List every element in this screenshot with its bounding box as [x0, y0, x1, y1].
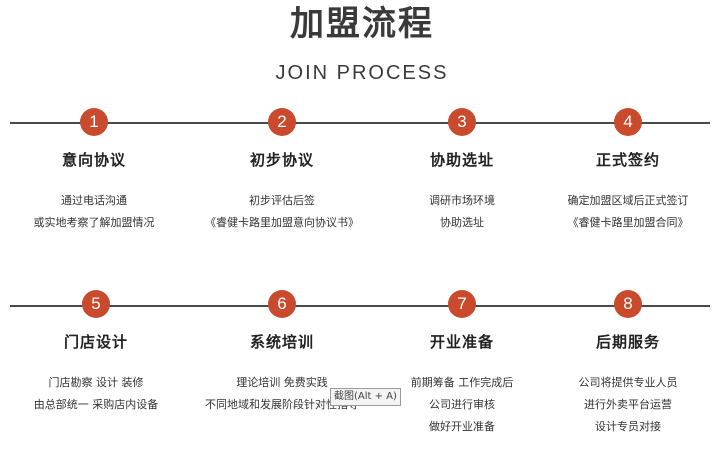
screenshot-shortcut-tooltip: 截图(Alt + A) [330, 388, 401, 406]
step-number-badge: 4 [614, 108, 642, 136]
step-description: 初步评估后签 《睿健卡路里加盟意向协议书》 [187, 190, 377, 234]
page-subtitle: JOIN PROCESS [275, 62, 449, 84]
step-description-line: 初步评估后签 [249, 194, 315, 207]
step-title: 后期服务 [595, 333, 660, 351]
step-title: 正式签约 [595, 151, 660, 169]
step-title: 初步协议 [249, 151, 314, 169]
step-description-line: 通过电话沟通 [61, 194, 127, 207]
step-description-line: 协助选址 [440, 216, 484, 229]
page-title: 加盟流程 [290, 4, 434, 44]
step-description-line: 进行外卖平台运营 [584, 398, 672, 411]
timeline-row-1 [10, 122, 710, 124]
step-description-line: 《睿健卡路里加盟意向协议书》 [205, 216, 359, 229]
step-description-line: 公司将提供专业人员 [578, 376, 678, 389]
step-description-line: 确定加盟区域后正式签订 [567, 194, 689, 207]
step-title: 门店设计 [63, 333, 128, 351]
step-description-line: 门店勘察 设计 装修 [48, 376, 144, 389]
step-description-line: 或实地考察了解加盟情况 [33, 216, 155, 229]
step-description-line: 前期筹备 工作完成后 [410, 376, 514, 389]
step-description: 前期筹备 工作完成后 公司进行审核 做好开业准备 [367, 372, 557, 438]
step-description-line: 调研市场环境 [429, 194, 495, 207]
step-description: 调研市场环境 协助选址 [367, 190, 557, 234]
step-description-line: 《睿健卡路里加盟合同》 [567, 216, 689, 229]
step-number-badge: 1 [80, 108, 108, 136]
step-number-badge: 6 [268, 290, 296, 318]
step-description-line: 由总部统一 采购店内设备 [33, 398, 159, 411]
step-title: 系统培训 [249, 333, 314, 351]
step-title: 意向协议 [61, 151, 126, 169]
step-description: 通过电话沟通 或实地考察了解加盟情况 [0, 190, 189, 234]
step-title: 开业准备 [429, 333, 494, 351]
step-description-line: 不同地域和发展阶段针对性指导 [205, 398, 359, 411]
step-description-line: 设计专员对接 [595, 420, 661, 433]
step-number-badge: 3 [448, 108, 476, 136]
step-number-badge: 5 [82, 290, 110, 318]
step-description: 公司将提供专业人员 进行外卖平台运营 设计专员对接 [533, 372, 723, 438]
step-description-line: 理论培训 免费实践 [236, 376, 328, 389]
step-description: 确定加盟区域后正式签订 《睿健卡路里加盟合同》 [533, 190, 723, 234]
step-description-line: 做好开业准备 [429, 420, 495, 433]
step-description: 门店勘察 设计 装修 由总部统一 采购店内设备 [1, 372, 191, 416]
step-number-badge: 2 [268, 108, 296, 136]
step-description-line: 公司进行审核 [429, 398, 495, 411]
step-number-badge: 7 [448, 290, 476, 318]
timeline-row-2 [10, 305, 710, 307]
step-number-badge: 8 [614, 290, 642, 318]
step-title: 协助选址 [429, 151, 494, 169]
step-description: 理论培训 免费实践 不同地域和发展阶段针对性指导 [187, 372, 377, 416]
